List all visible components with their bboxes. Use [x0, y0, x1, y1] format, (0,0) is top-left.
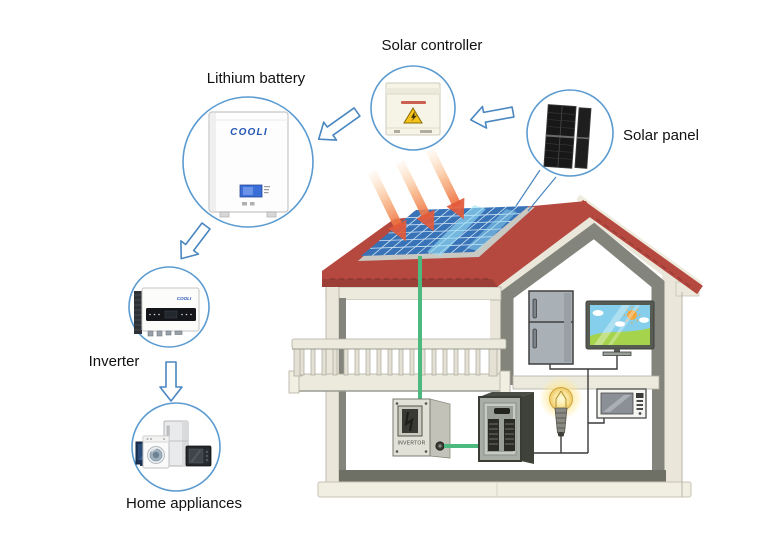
reflection-beam [466, 209, 517, 251]
arrow-inverter-to-appliances [159, 361, 183, 402]
sun-ray-icon [425, 148, 465, 220]
microwave [596, 388, 647, 419]
roof-fascia [322, 279, 498, 287]
fridge-shade [564, 293, 571, 362]
appliances-device [135, 420, 212, 469]
callout-solar-panel [526, 89, 614, 177]
gable-inner-lining [500, 222, 665, 482]
sun-ray-icon [395, 160, 435, 232]
reflection-beam [427, 205, 486, 256]
foundation-base [317, 481, 692, 498]
controller-device [385, 82, 441, 136]
callout-solar-controller [370, 65, 456, 151]
label-solar-panel: Solar panel [623, 127, 699, 144]
house-illustration: INVERTOR [288, 148, 703, 498]
inverter-logo: COOLI [177, 296, 192, 301]
panel-callout-lines [515, 169, 557, 212]
battery-device: COOLI [208, 111, 289, 218]
battery-logo: COOLI [230, 127, 268, 138]
sun-rays [367, 148, 465, 242]
microwave-small [185, 445, 212, 467]
solar-panel-device [543, 104, 592, 169]
flow-arrows [159, 105, 515, 402]
tv [585, 300, 655, 356]
arrow-panel-to-controller [469, 105, 515, 129]
gable-roofline [576, 194, 703, 295]
breaker-panel [478, 392, 534, 464]
washer-small [142, 435, 170, 469]
label-solar-controller: Solar controller [381, 37, 483, 54]
label-lithium-battery: Lithium battery [206, 70, 306, 87]
controller-text-line [401, 101, 426, 104]
light-bulb [539, 376, 583, 437]
arrow-battery-to-inverter [180, 222, 211, 260]
railing [291, 338, 507, 377]
inner-floor [339, 470, 666, 485]
fridge [528, 290, 574, 365]
balcony [288, 338, 660, 394]
roof [322, 201, 594, 287]
inverter-box-label: INVERTOR [397, 441, 425, 447]
porch-beam [325, 286, 502, 301]
arrow-controller-to-battery [317, 107, 361, 141]
callout-inverter: COOLI [128, 266, 210, 348]
inverter-box: INVERTOR [392, 398, 451, 459]
label-inverter: Inverter [88, 353, 140, 370]
inverter-device: COOLI [134, 287, 200, 337]
callout-home-appliances [131, 402, 221, 492]
callout-lithium-battery: COOLI [182, 96, 314, 228]
label-home-appliances: Home appliances [126, 495, 242, 512]
sun-ray-icon [367, 170, 407, 242]
floor-divider-beam [512, 375, 660, 390]
house-wiring [531, 354, 618, 454]
